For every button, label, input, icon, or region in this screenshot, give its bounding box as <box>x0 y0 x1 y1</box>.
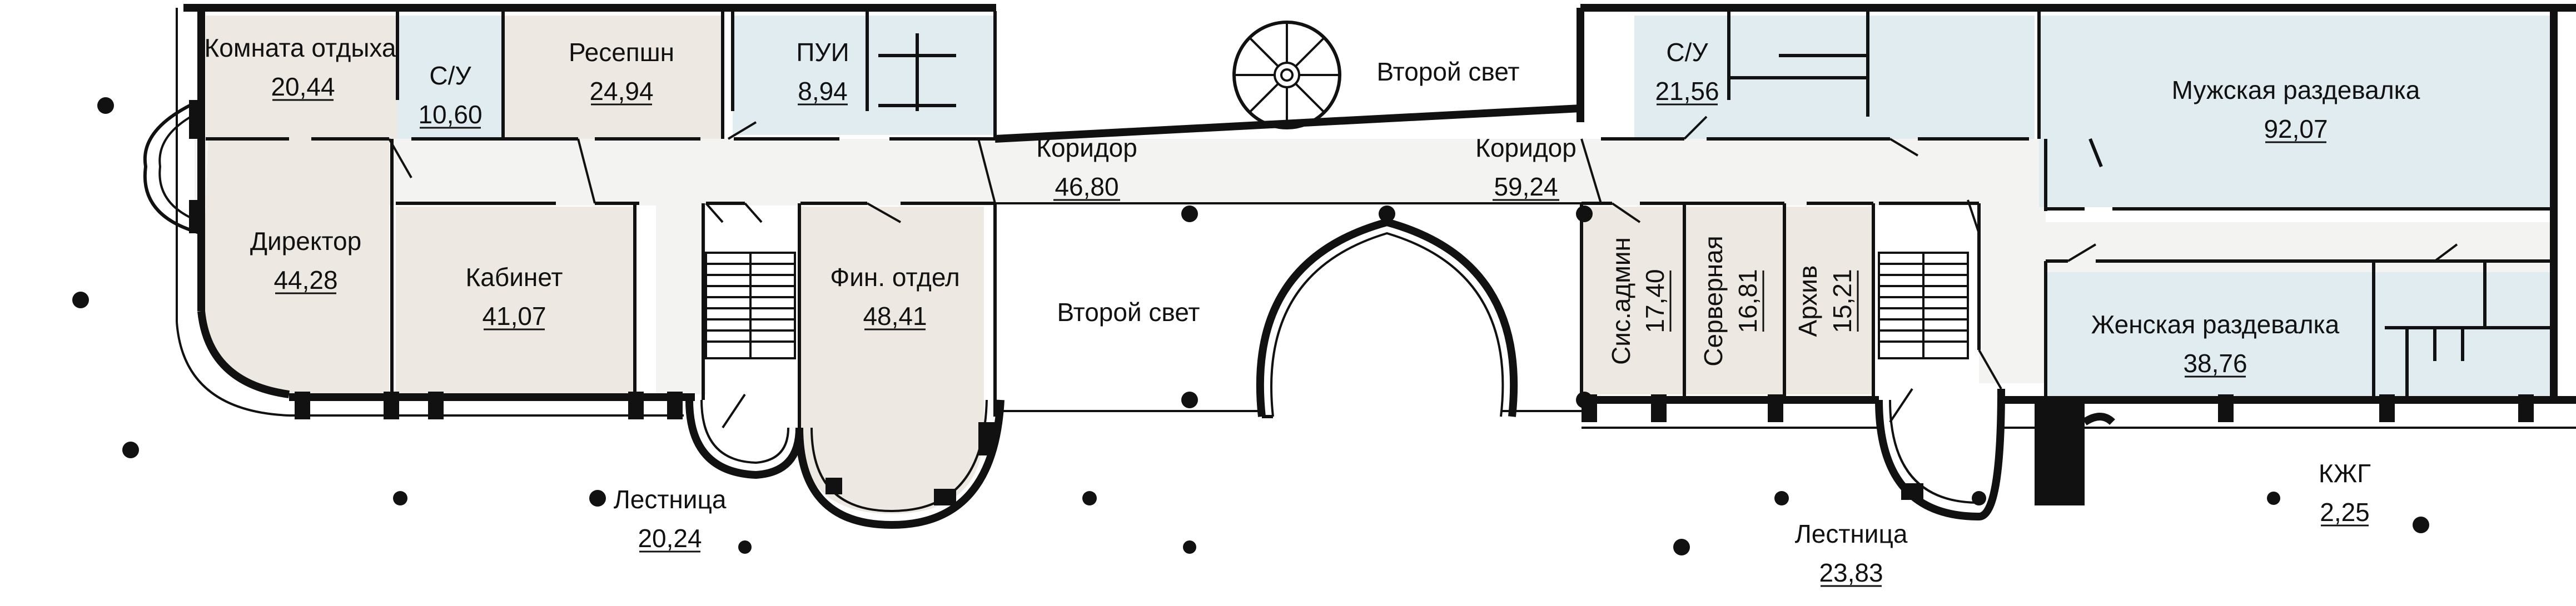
corridor-right-area: 59,24 <box>1494 172 1558 201</box>
director-name: Директор <box>250 227 361 256</box>
pui-fill <box>733 16 994 135</box>
sysadmin-name: Сис.админ <box>1607 237 1635 365</box>
stairs-left-area: 20,24 <box>638 524 702 553</box>
left-stair-steps <box>705 252 796 359</box>
womens-locker-fill <box>2046 272 2554 400</box>
womens-locker-area: 38,76 <box>2183 349 2247 378</box>
doors <box>388 116 2458 429</box>
wc-left-area: 10,60 <box>418 100 482 129</box>
second-light-top-name: Второй свет <box>1377 57 1520 86</box>
interior-walls <box>206 8 2554 428</box>
room-fills <box>195 16 2557 514</box>
corridor-left-name: Коридор <box>1036 133 1137 162</box>
right-stair-steps <box>1878 252 1969 359</box>
pui-area: 8,94 <box>798 77 848 106</box>
archive-area: 15,21 <box>1828 269 1857 333</box>
corridor-fill-left <box>656 200 706 394</box>
office-area: 41,07 <box>482 302 546 330</box>
mens-locker-name: Мужская раздевалка <box>2172 76 2420 104</box>
corridor-fill-right <box>1979 200 2046 383</box>
sysadmin-area: 17,40 <box>1640 269 1669 333</box>
finance-fill <box>799 207 984 514</box>
sysadmin-fill <box>1582 207 1684 394</box>
office-name: Кабинет <box>466 263 563 292</box>
rest-room-area: 20,44 <box>271 72 335 101</box>
finance-area: 48,41 <box>863 302 927 330</box>
server-fill <box>1684 207 1784 394</box>
office-fill <box>396 207 635 394</box>
reception-name: Ресепшн <box>569 38 674 67</box>
rest-room-fill <box>206 16 397 139</box>
kzhg-area: 2,25 <box>2320 498 2370 527</box>
wc-right-name: С/У <box>1666 38 1708 67</box>
server-name: Серверная <box>1699 236 1728 366</box>
second-light-mid-name: Второй свет <box>1057 298 1200 327</box>
director-area: 44,28 <box>273 266 337 294</box>
wc-left-fill <box>397 16 503 139</box>
director-fill <box>201 139 389 394</box>
finance-name: Фин. отдел <box>830 263 959 292</box>
mens-locker-area: 92,07 <box>2264 114 2328 143</box>
corridor-fill-right-mid <box>2046 222 2557 278</box>
stairs-right-name: Лестница <box>1795 519 1908 548</box>
wc-left-name: С/У <box>429 61 471 90</box>
corridor-right-name: Коридор <box>1475 133 1577 162</box>
wc-right-area: 21,56 <box>1655 77 1719 106</box>
stairs-right-area: 23,83 <box>1819 558 1883 587</box>
room-labels: Комната отдыха 20,44 С/У 10,60 Ресепшн 2… <box>205 33 2420 587</box>
womens-locker-name: Женская раздевалка <box>2091 310 2340 339</box>
server-area: 16,81 <box>1733 269 1762 333</box>
reception-area: 24,94 <box>589 77 653 106</box>
rest-room-name: Комната отдыха <box>205 33 396 62</box>
spiral-stair <box>1232 21 1341 129</box>
corridor-left-area: 46,80 <box>1055 172 1118 201</box>
stairs-left-name: Лестница <box>614 485 727 514</box>
kzhg-name: КЖГ <box>2319 459 2371 488</box>
columns <box>72 97 2429 555</box>
mens-locker-fill <box>2039 16 2554 207</box>
pui-name: ПУИ <box>796 38 849 67</box>
archive-name: Архив <box>1793 266 1822 337</box>
reception-fill <box>503 16 723 139</box>
